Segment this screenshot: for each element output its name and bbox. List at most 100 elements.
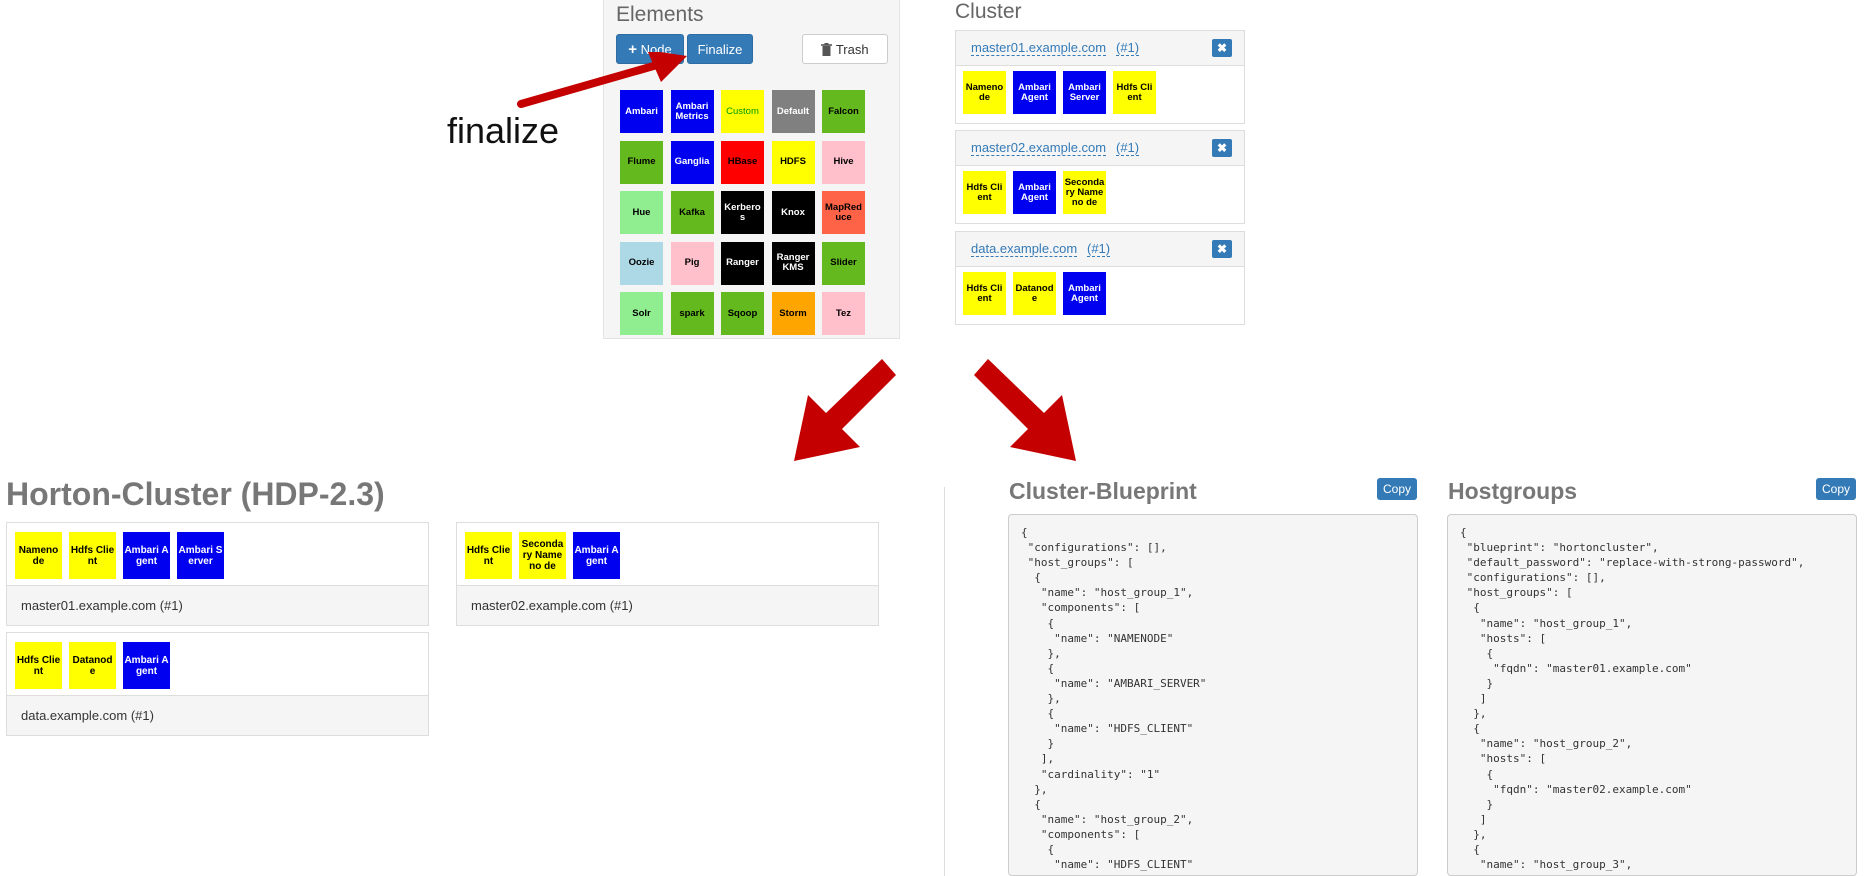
- element-tile-pig[interactable]: Pig: [670, 241, 714, 285]
- component-tile[interactable]: Hdfs Client: [963, 272, 1006, 315]
- remove-host-button[interactable]: ✖: [1212, 39, 1232, 57]
- code-line: "name": "host_group_2",: [1460, 737, 1633, 751]
- horton-cluster-title: Horton-Cluster (HDP-2.3): [6, 476, 385, 512]
- code-line: },: [1021, 692, 1061, 706]
- code-line: },: [1460, 827, 1487, 841]
- host-group-footer: data.example.com (#1): [7, 695, 428, 735]
- remove-host-button[interactable]: ✖: [1212, 240, 1232, 258]
- component-tile[interactable]: Hdfs Client: [15, 642, 62, 689]
- blueprint-title: Cluster-Blueprint: [1009, 478, 1197, 504]
- element-tile-flume[interactable]: Flume: [620, 140, 663, 184]
- element-tile-ranger[interactable]: Ranger: [721, 241, 764, 285]
- element-tile-ranger-kms[interactable]: Ranger KMS: [771, 241, 815, 285]
- cluster-host-header: master02.example.com (#1) ✖: [956, 131, 1244, 166]
- plus-icon: +: [628, 41, 638, 58]
- component-tile[interactable]: Nameno de: [963, 71, 1006, 114]
- element-tile-oozie[interactable]: Oozie: [620, 241, 663, 285]
- code-line: "hosts": [: [1460, 752, 1547, 766]
- code-line: {: [1021, 661, 1055, 675]
- element-tile-sqoop[interactable]: Sqoop: [721, 292, 764, 335]
- component-tile[interactable]: Ambari Agent: [1063, 272, 1106, 315]
- element-tile-storm[interactable]: Storm: [771, 292, 815, 335]
- element-tile-hbase[interactable]: HBase: [721, 140, 764, 184]
- element-tile-default[interactable]: Default: [771, 90, 815, 133]
- down-left-arrow: [794, 359, 896, 461]
- element-tile-ambari-metrics[interactable]: Ambari Metrics: [670, 90, 714, 133]
- remove-host-button[interactable]: ✖: [1212, 139, 1232, 157]
- vertical-divider: [944, 487, 945, 876]
- component-tile[interactable]: Datanod e: [69, 642, 116, 689]
- blueprint-copy-button[interactable]: Copy: [1377, 478, 1418, 500]
- element-tile-ambari[interactable]: Ambari: [620, 90, 663, 133]
- component-tile[interactable]: Hdfs Client: [963, 171, 1006, 214]
- finalize-button[interactable]: Finalize: [687, 34, 753, 64]
- code-line: }: [1460, 676, 1494, 690]
- cluster-host-count-link[interactable]: (#1): [1116, 140, 1140, 156]
- code-line: }: [1460, 797, 1494, 811]
- element-tile-knox[interactable]: Knox: [771, 191, 815, 234]
- cluster-host-count-link[interactable]: (#1): [1116, 40, 1140, 56]
- host-group-footer: master02.example.com (#1): [457, 585, 878, 625]
- code-line: },: [1021, 646, 1061, 660]
- component-tile[interactable]: Datanod e: [1013, 272, 1056, 315]
- hostgroups-title: Hostgroups: [1448, 478, 1578, 504]
- cluster-host-count-link[interactable]: (#1): [1087, 241, 1111, 257]
- blueprint-code: { "configurations": [], "host_groups": […: [1008, 514, 1418, 876]
- code-line: {: [1460, 767, 1494, 781]
- trash-icon: [821, 37, 833, 67]
- cluster-host-name-link[interactable]: data.example.com: [971, 241, 1078, 257]
- host-group-footer: master01.example.com (#1): [7, 585, 428, 625]
- code-line: }: [1021, 737, 1055, 751]
- element-tile-mapreduce[interactable]: MapReduce: [822, 191, 865, 234]
- element-tile-solr[interactable]: Solr: [620, 292, 663, 335]
- finalize-annotation: finalize: [447, 110, 560, 151]
- code-line: ]: [1460, 812, 1487, 826]
- code-line: "fqdn": "master01.example.com": [1460, 661, 1692, 675]
- element-tile-custom[interactable]: Custom: [721, 90, 764, 133]
- cluster-host-name-link[interactable]: master01.example.com: [971, 40, 1107, 56]
- component-tile[interactable]: Ambari Agent: [123, 642, 170, 689]
- element-tile-kerberos[interactable]: Kerberos: [721, 191, 764, 234]
- component-tile[interactable]: Hdfs Client: [465, 532, 512, 579]
- code-line: "hosts": [: [1460, 631, 1547, 645]
- cluster-host-name-link[interactable]: master02.example.com: [971, 140, 1107, 156]
- host-group-host-label: master01.example.com (#1): [21, 598, 183, 613]
- component-tile[interactable]: Ambari Agent: [123, 532, 170, 579]
- component-tile[interactable]: Ambari Agent: [1013, 171, 1056, 214]
- code-line: {: [1021, 526, 1028, 539]
- element-tile-hue[interactable]: Hue: [620, 191, 663, 234]
- element-tile-falcon[interactable]: Falcon: [822, 90, 865, 133]
- cluster-title: Cluster: [955, 0, 1022, 23]
- element-tile-spark[interactable]: spark: [670, 292, 714, 335]
- trash-button[interactable]: Trash: [802, 34, 888, 64]
- hostgroups-code: { "blueprint": "hortoncluster", "default…: [1447, 514, 1857, 876]
- component-tile[interactable]: Hdfs Client: [69, 532, 116, 579]
- trash-label: Trash: [835, 42, 869, 57]
- code-line: "name": "NAMENODE": [1021, 631, 1174, 645]
- component-tile[interactable]: Seconda ry Nameno de: [1063, 171, 1106, 214]
- component-tile[interactable]: Ambari Agent: [573, 532, 620, 579]
- component-tile[interactable]: Nameno de: [15, 532, 62, 579]
- host-group-host-label: master02.example.com (#1): [471, 598, 633, 613]
- element-tile-slider[interactable]: Slider: [822, 241, 865, 285]
- code-line: },: [1460, 707, 1487, 721]
- code-line: {: [1460, 842, 1480, 856]
- element-tile-tez[interactable]: Tez: [822, 292, 865, 335]
- component-tile[interactable]: Ambari Agent: [1013, 71, 1056, 114]
- code-line: },: [1021, 782, 1048, 796]
- component-tile[interactable]: Ambari Server: [1063, 71, 1106, 114]
- code-line: "default_password": "replace-with-strong…: [1460, 556, 1805, 570]
- element-tile-hdfs[interactable]: HDFS: [771, 140, 815, 184]
- component-tile[interactable]: Seconda ry Nameno de: [519, 532, 566, 579]
- element-tile-kafka[interactable]: Kafka: [670, 191, 714, 234]
- code-line: "name": "HDFS_CLIENT": [1021, 858, 1194, 872]
- component-tile[interactable]: Ambari Server: [177, 532, 224, 579]
- element-tile-hive[interactable]: Hive: [822, 140, 865, 184]
- code-line: ],: [1021, 752, 1055, 766]
- hostgroups-copy-button[interactable]: Copy: [1816, 478, 1857, 500]
- component-tile[interactable]: Hdfs Client: [1113, 71, 1156, 114]
- element-tile-ganglia[interactable]: Ganglia: [670, 140, 714, 184]
